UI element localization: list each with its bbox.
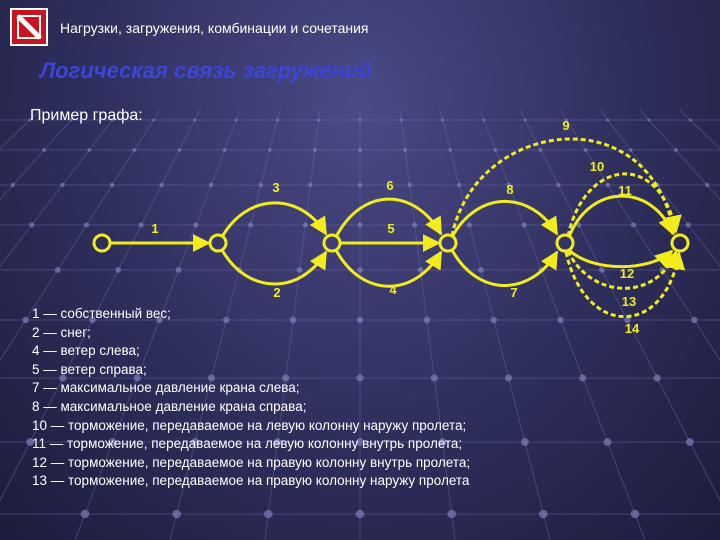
edge-label-8: 8 — [506, 182, 513, 197]
legend-item: 10 — торможение, передаваемое на левую к… — [32, 417, 467, 433]
edge-label-3: 3 — [272, 180, 279, 195]
edge-label-11: 11 — [618, 183, 632, 198]
legend-item: 5 — ветер справа; — [32, 361, 147, 377]
legend-item: 2 — снег; — [32, 324, 91, 340]
graph-intro: Пример графа: — [30, 107, 143, 124]
edge-label-13: 13 — [622, 294, 636, 309]
edge-label-12: 12 — [620, 266, 634, 281]
edge-label-5: 5 — [387, 221, 394, 236]
legend-item: 8 — максимальное давление крана справа; — [32, 398, 307, 414]
edge-11 — [567, 194, 676, 238]
edge-12 — [567, 248, 674, 269]
edge-label-6: 6 — [386, 178, 393, 193]
legend-list: 1 — собственный вес; 2 — снег; 4 — ветер с… — [32, 305, 470, 491]
edge-3 — [220, 201, 328, 238]
graph-node — [92, 233, 112, 253]
graph-node — [438, 233, 458, 253]
legend-item: 13 — торможение, передаваемое на правую … — [32, 473, 470, 489]
edge-label-1: 1 — [151, 221, 158, 236]
legend-item: 4 — ветер слева; — [32, 343, 140, 359]
edge-label-9: 9 — [562, 118, 569, 133]
edge-label-14: 14 — [625, 321, 640, 336]
legend-item: 11 — торможение, передаваемое на левую к… — [32, 436, 463, 452]
edge-label-10: 10 — [590, 159, 604, 174]
topic-header: Нагрузки, загружения, комбинации и сочет… — [60, 20, 369, 36]
legend-item: 1 — собственный вес; — [32, 306, 171, 321]
edge-10 — [566, 172, 682, 237]
edge-7 — [450, 249, 559, 287]
edge-8 — [450, 199, 559, 238]
edge-6 — [334, 197, 443, 238]
edge-label-4: 4 — [389, 282, 397, 297]
graph-node — [670, 233, 690, 253]
legend-item: 12 — торможение, передаваемое на правую … — [32, 454, 471, 470]
graph-node — [555, 233, 575, 253]
logo — [10, 8, 48, 46]
edge-14 — [564, 251, 686, 319]
edge-label-7: 7 — [510, 285, 517, 300]
edge-13 — [566, 250, 679, 290]
legend-item: 7 — максимальное давление крана слева; — [32, 380, 300, 396]
graph-node — [208, 233, 228, 253]
graph-node — [322, 233, 342, 253]
edge-4 — [334, 249, 443, 288]
slide-title: Логическая связь загружений — [40, 58, 372, 83]
edge-label-2: 2 — [273, 285, 280, 300]
edge-2 — [220, 249, 328, 286]
edge-9 — [450, 137, 681, 237]
